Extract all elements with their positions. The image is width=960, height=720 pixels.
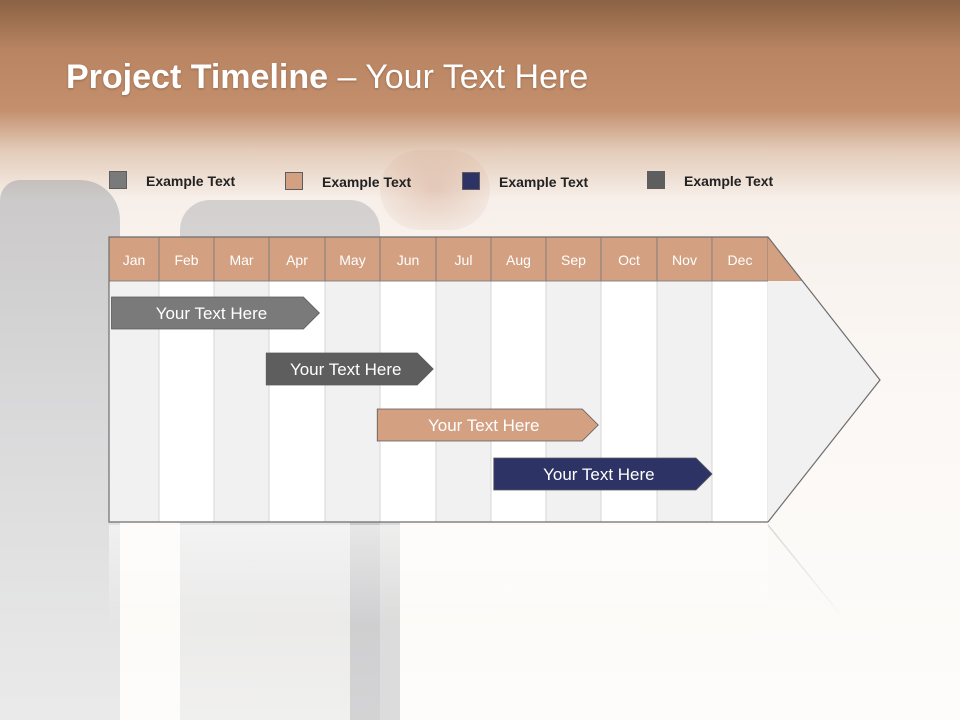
month-header-cell-feb bbox=[158, 236, 215, 282]
arrow-head-outline bbox=[767, 236, 881, 523]
month-label-aug: Aug bbox=[506, 252, 531, 268]
month-column-jun bbox=[379, 280, 437, 523]
task-bar-4[interactable]: Your Text Here bbox=[493, 457, 713, 491]
arrow-head-body bbox=[768, 281, 880, 522]
task-bar-label-4: Your Text Here bbox=[543, 465, 655, 484]
month-label-mar: Mar bbox=[229, 252, 253, 268]
task-bar-label-3: Your Text Here bbox=[428, 416, 540, 435]
month-label-nov: Nov bbox=[672, 252, 697, 268]
month-label-jan: Jan bbox=[123, 252, 146, 268]
timeline-reflection bbox=[108, 524, 846, 625]
legend-label-2: Example Text bbox=[322, 174, 412, 190]
month-label-jul: Jul bbox=[455, 252, 473, 268]
task-bar-shape-2 bbox=[265, 352, 434, 386]
month-label-jun: Jun bbox=[397, 252, 420, 268]
task-bar-3[interactable]: Your Text Here bbox=[376, 408, 599, 442]
timeline-frame bbox=[108, 236, 768, 523]
month-header-cell-sep bbox=[545, 236, 602, 282]
legend-label-3: Example Text bbox=[499, 174, 589, 190]
month-header-cell-apr bbox=[268, 236, 326, 282]
month-label-apr: Apr bbox=[286, 252, 308, 268]
title-bold: Project Timeline bbox=[66, 58, 329, 96]
task-bar-shape-3 bbox=[376, 408, 599, 442]
task-bar-1[interactable]: Your Text Here bbox=[111, 296, 320, 330]
month-header-cell-jun bbox=[379, 236, 437, 282]
legend-swatch-1 bbox=[109, 171, 127, 189]
month-label-feb: Feb bbox=[174, 252, 198, 268]
task-bar-2[interactable]: Your Text Here bbox=[265, 352, 434, 386]
legend-swatch-2 bbox=[285, 172, 303, 190]
month-column-jul bbox=[435, 280, 492, 523]
task-bar-label-2: Your Text Here bbox=[290, 360, 402, 379]
task-bar-shape-1 bbox=[111, 296, 320, 330]
legend-label-1: Example Text bbox=[146, 173, 236, 189]
month-label-dec: Dec bbox=[728, 252, 753, 268]
task-bar-shape-4 bbox=[493, 457, 713, 491]
reflection-arrow-edge bbox=[767, 524, 846, 621]
month-header-cell-nov bbox=[656, 236, 713, 282]
month-label-may: May bbox=[339, 252, 365, 268]
month-header-row: Jan Feb Mar Apr May Jun Jul Aug Sep Oct Nov Dec bbox=[108, 236, 769, 282]
timeline-arrow-head bbox=[108, 236, 881, 523]
month-column-may bbox=[324, 280, 381, 523]
slide-title: Project Timeline – Your Text Here bbox=[66, 58, 588, 97]
title-rest: – Your Text Here bbox=[328, 58, 589, 96]
legend-swatch-4 bbox=[647, 171, 665, 189]
month-label-oct: Oct bbox=[618, 252, 640, 268]
reflection-body bbox=[109, 525, 768, 625]
legend-label-4: Example Text bbox=[684, 173, 774, 189]
task-bar-label-1: Your Text Here bbox=[156, 304, 268, 323]
legend-swatch-3 bbox=[462, 172, 480, 190]
month-column-dec bbox=[711, 280, 769, 523]
month-label-sep: Sep bbox=[561, 252, 586, 268]
